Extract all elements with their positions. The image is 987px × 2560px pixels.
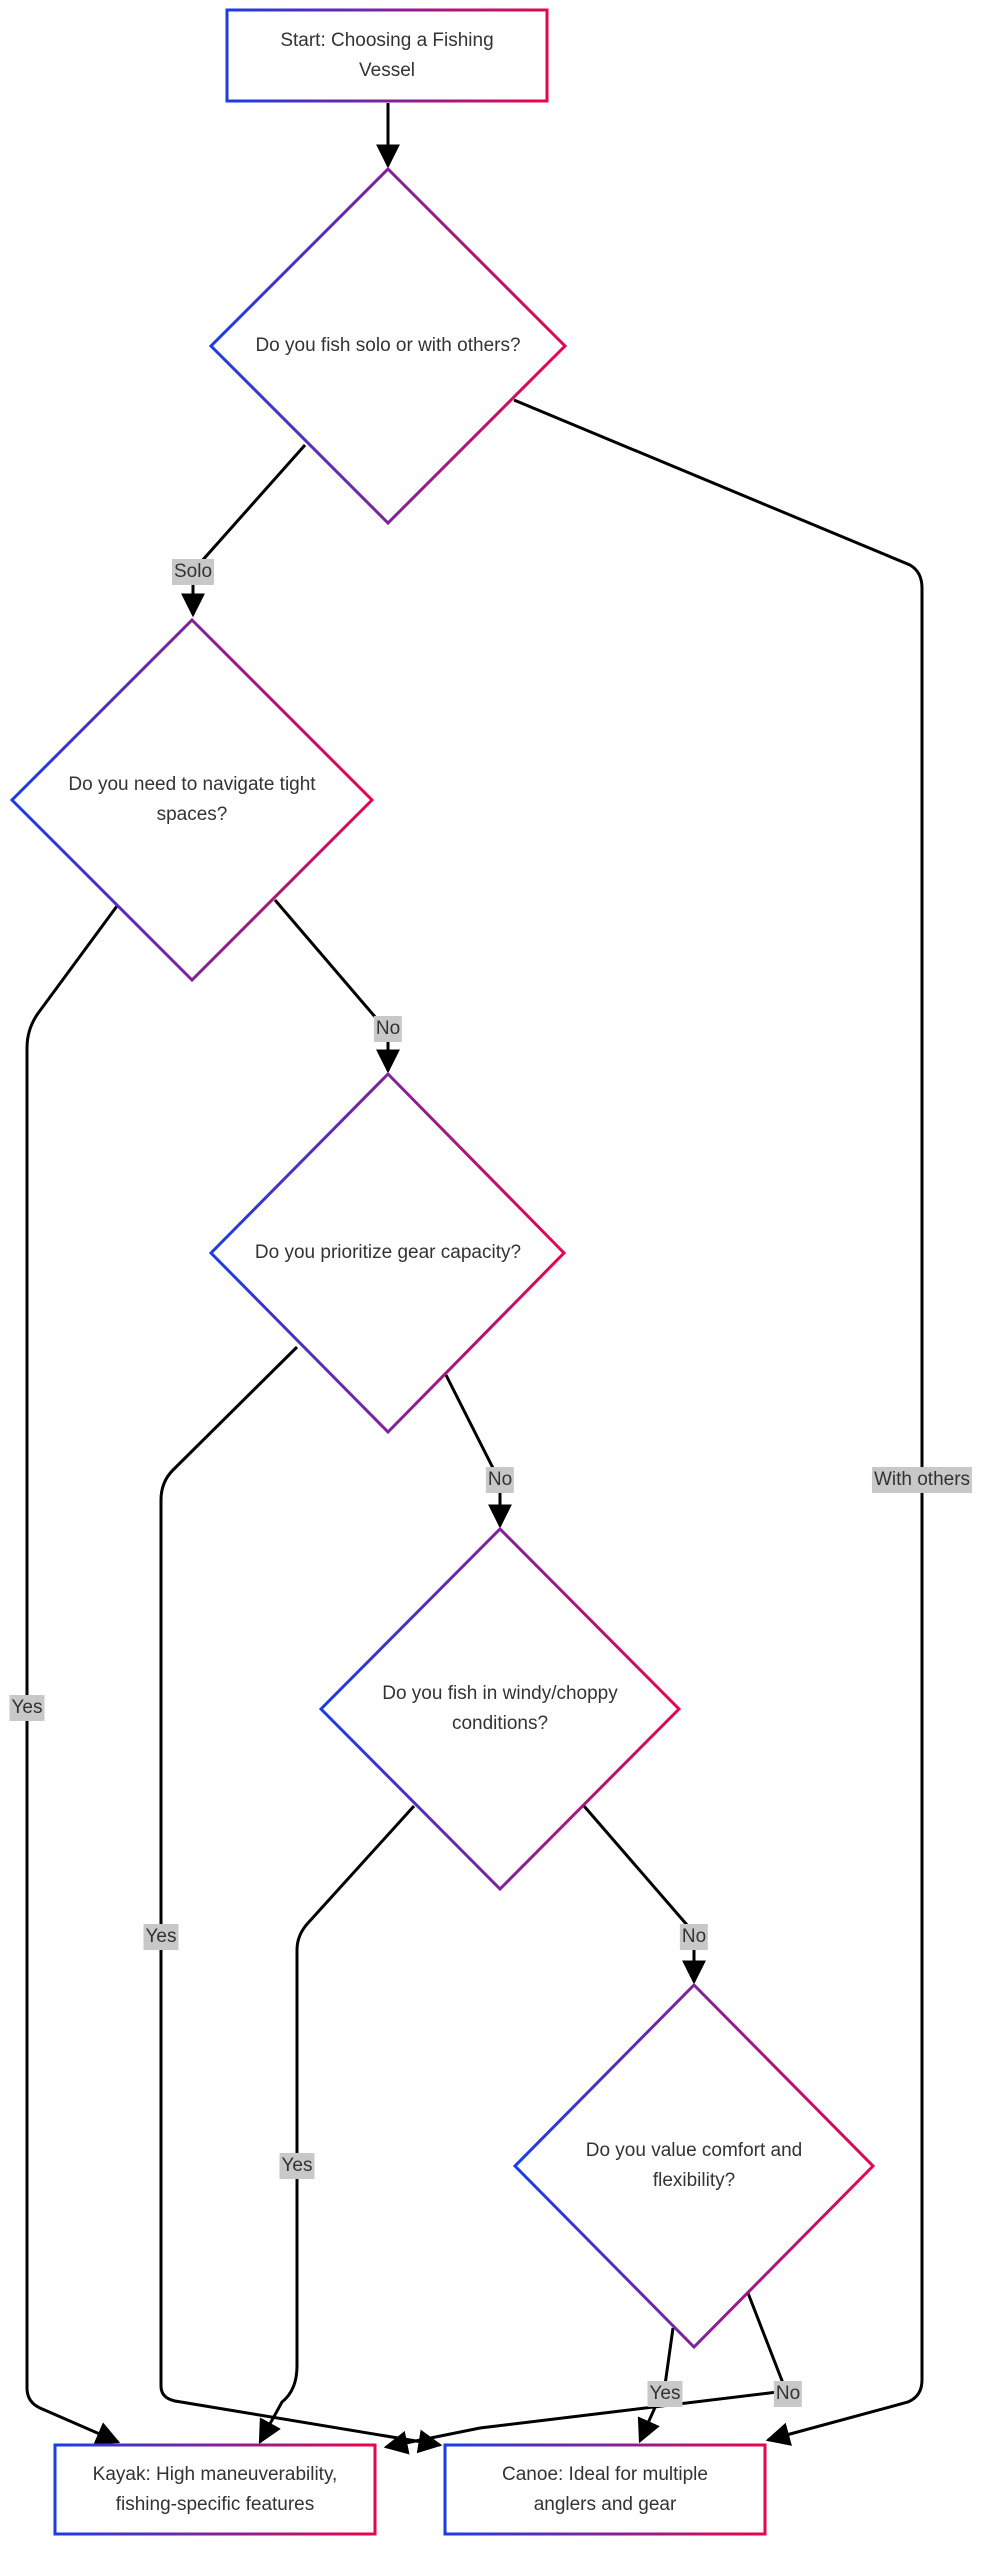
edge-label-tight-yes: Yes — [9, 1695, 45, 1721]
canoe-label: Canoe: Ideal for multiple anglers and ge… — [502, 2463, 708, 2515]
edge-q-gear-no — [444, 1374, 512, 1529]
q-solo-label: Do you fish solo or with others? — [255, 335, 521, 356]
start-label: Start: Choosing a Fishing Vessel — [280, 29, 494, 81]
q-tight-label: Do you need to navigate tight spaces? — [68, 774, 316, 825]
edge-label-tight-no: No — [373, 1016, 403, 1042]
decision-node-solo-or-others — [208, 166, 568, 526]
edge-q-comfort-no — [383, 2292, 789, 2455]
canoe-node — [443, 2443, 767, 2536]
edge-q-wind-yes — [258, 1804, 416, 2445]
decision-node-comfort-flexibility — [512, 1982, 876, 2350]
q-comfort-label: Do you value comfort and flexibility? — [585, 2140, 803, 2191]
edge-q-solo-solo — [181, 444, 307, 618]
edge-label-gear-yes: Yes — [143, 1924, 179, 1950]
edge-q-tight-yes — [25, 905, 121, 2445]
edge-label-with-others: With others — [871, 1467, 973, 1493]
kayak-node — [53, 2443, 377, 2536]
edge-label-comfort-yes: Yes — [647, 2381, 683, 2407]
q-gear-label: Do you prioritize gear capacity? — [254, 1242, 522, 1263]
edge-label-gear-no: No — [485, 1467, 515, 1493]
q-wind-label: Do you fish in windy/choppy conditions? — [382, 1683, 618, 1734]
edge-label-wind-no: No — [679, 1924, 709, 1950]
edge-q-gear-yes — [159, 1345, 443, 2454]
edge-label-wind-yes: Yes — [279, 2153, 315, 2179]
start-node — [225, 8, 549, 103]
edge-label-comfort-no: No — [773, 2381, 803, 2407]
decision-node-windy-conditions — [318, 1526, 682, 1892]
decision-node-tight-spaces — [9, 617, 375, 983]
edge-label-solo: Solo — [171, 559, 215, 585]
decision-node-gear-capacity — [208, 1071, 567, 1435]
edge-q-tight-no — [273, 899, 400, 1074]
edge-q-wind-no — [582, 1805, 706, 1985]
kayak-label: Kayak: High maneuverability, fishing-spe… — [92, 2463, 338, 2515]
